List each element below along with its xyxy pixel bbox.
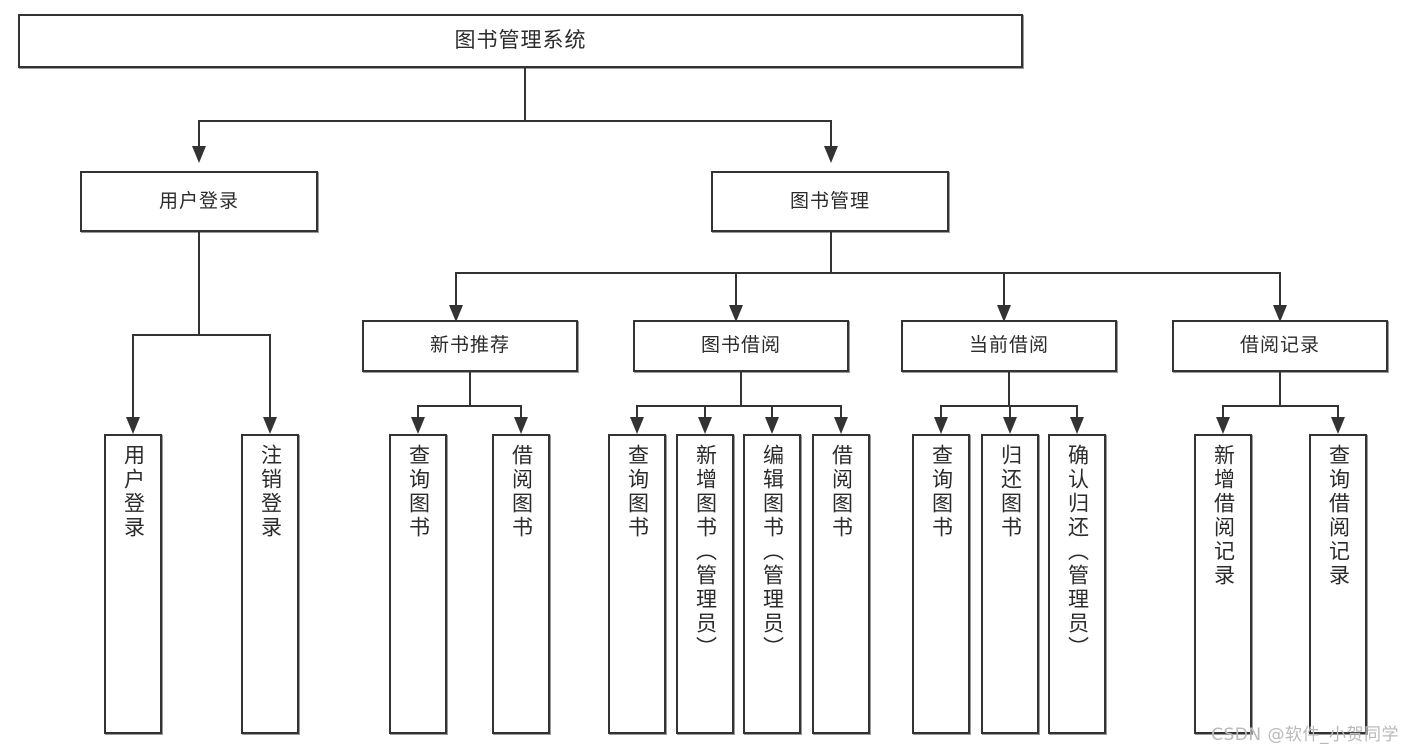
- connector-cb-drop-3: [1076, 405, 1078, 418]
- connector-l3-drop-4: [1279, 272, 1281, 306]
- connector-new-book-drop-2: [520, 405, 522, 418]
- leaf-cb-query-book[interactable]: 查询图书: [912, 434, 970, 734]
- connector-cb-drop-2: [1009, 405, 1011, 418]
- arrowhead-leaf-bb-query: [630, 417, 644, 434]
- connector-book-borrow-stem: [740, 372, 742, 406]
- node-root-system[interactable]: 图书管理系统: [18, 14, 1023, 68]
- node-label: 新增借阅记录: [1211, 444, 1236, 588]
- node-label: 图书管理系统: [454, 28, 587, 53]
- leaf-cb-return-book[interactable]: 归还图书: [981, 434, 1039, 734]
- connector-user-login-bus: [132, 334, 269, 336]
- connector-current-borrow-stem: [1008, 372, 1010, 406]
- connector-l3-drop-2: [735, 272, 737, 306]
- node-label: 查询图书: [406, 444, 431, 540]
- connector-bb-drop-3: [771, 405, 773, 418]
- arrowhead-leaf-logout: [263, 417, 277, 434]
- node-label: 新书推荐: [429, 334, 510, 357]
- node-label: 确认归还（管理员）: [1065, 444, 1090, 660]
- node-book-manage[interactable]: 图书管理: [711, 171, 949, 232]
- connector-root-drop-left: [198, 120, 200, 147]
- connector-bb-drop-2: [704, 405, 706, 418]
- connector-user-login-drop-2: [269, 334, 271, 418]
- leaf-cb-confirm-return[interactable]: 确认归还（管理员）: [1048, 434, 1106, 734]
- node-new-book-recommend[interactable]: 新书推荐: [362, 320, 578, 372]
- connector-new-book-bus: [417, 405, 522, 407]
- connector-bb-drop-4: [840, 405, 842, 418]
- arrowhead-leaf-user-login: [126, 417, 140, 434]
- arrowhead-to-current-borrow: [997, 305, 1011, 322]
- node-label: 借阅图书: [829, 444, 854, 540]
- connector-l3-drop-3: [1003, 272, 1005, 306]
- leaf-br-query-record[interactable]: 查询借阅记录: [1309, 434, 1367, 734]
- connector-root-stem: [524, 68, 526, 121]
- connector-new-book-stem: [469, 372, 471, 406]
- node-label: 查询图书: [929, 444, 954, 540]
- leaf-br-add-record[interactable]: 新增借阅记录: [1194, 434, 1252, 734]
- node-label: 借阅图书: [509, 444, 534, 540]
- connector-br-drop-1: [1222, 405, 1224, 418]
- node-label: 借阅记录: [1239, 334, 1320, 357]
- connector-borrow-record-stem: [1279, 372, 1281, 406]
- leaf-bb-borrow-book[interactable]: 借阅图书: [812, 434, 870, 734]
- arrowhead-to-borrow-record: [1273, 305, 1287, 322]
- node-current-borrow[interactable]: 当前借阅: [901, 320, 1117, 372]
- arrowhead-leaf-bb-edit: [765, 417, 779, 434]
- leaf-nb-query-book[interactable]: 查询图书: [389, 434, 447, 734]
- node-borrow-record[interactable]: 借阅记录: [1172, 320, 1388, 372]
- connector-book-manage-stem: [830, 232, 832, 273]
- connector-cb-drop-1: [940, 405, 942, 418]
- csdn-watermark: CSDN @软件_小贺同学: [1211, 725, 1399, 745]
- leaf-nb-borrow-book[interactable]: 借阅图书: [492, 434, 550, 734]
- arrowhead-leaf-cb-confirm: [1070, 417, 1084, 434]
- node-label: 查询图书: [625, 444, 650, 540]
- connector-l3-drop-1: [455, 272, 457, 306]
- arrowhead-leaf-br-add: [1216, 417, 1230, 434]
- connector-user-login-stem: [198, 232, 200, 335]
- node-label: 新增图书（管理员）: [693, 444, 718, 660]
- arrowhead-leaf-cb-query: [934, 417, 948, 434]
- arrowhead-to-new-book: [449, 305, 463, 322]
- leaf-logout[interactable]: 注销登录: [241, 434, 299, 734]
- connector-book-borrow-bus: [636, 405, 842, 407]
- connector-bb-drop-1: [636, 405, 638, 418]
- node-label: 注销登录: [258, 444, 283, 540]
- connector-root-drop-right: [830, 120, 832, 147]
- node-label: 查询借阅记录: [1326, 444, 1351, 588]
- leaf-bb-edit-book[interactable]: 编辑图书（管理员）: [743, 434, 801, 734]
- connector-borrow-record-bus: [1222, 405, 1339, 407]
- leaf-bb-add-book[interactable]: 新增图书（管理员）: [676, 434, 734, 734]
- node-label: 归还图书: [998, 444, 1023, 540]
- arrowhead-leaf-nb-borrow: [514, 417, 528, 434]
- connector-br-drop-2: [1337, 405, 1339, 418]
- arrowhead-to-user-login: [192, 146, 206, 163]
- arrowhead-to-book-manage: [824, 146, 838, 163]
- arrowhead-leaf-cb-return: [1003, 417, 1017, 434]
- node-book-borrow[interactable]: 图书借阅: [633, 320, 849, 372]
- leaf-user-login[interactable]: 用户登录: [104, 434, 162, 734]
- arrowhead-to-book-borrow: [729, 305, 743, 322]
- arrowhead-leaf-bb-add: [698, 417, 712, 434]
- arrowhead-leaf-br-query: [1331, 417, 1345, 434]
- node-label: 用户登录: [158, 189, 239, 212]
- node-label: 用户登录: [121, 444, 146, 540]
- node-label: 编辑图书（管理员）: [760, 444, 785, 660]
- connector-new-book-drop-1: [417, 405, 419, 418]
- connector-user-login-drop-1: [132, 334, 134, 418]
- arrowhead-leaf-bb-borrow: [834, 417, 848, 434]
- node-label: 图书借阅: [700, 334, 781, 357]
- node-user-login[interactable]: 用户登录: [80, 171, 318, 232]
- node-label: 当前借阅: [968, 334, 1049, 357]
- connector-book-manage-bus: [455, 272, 1281, 274]
- connector-root-bus: [198, 120, 832, 122]
- leaf-bb-query-book[interactable]: 查询图书: [608, 434, 666, 734]
- node-label: 图书管理: [789, 189, 870, 212]
- arrowhead-leaf-nb-query: [411, 417, 425, 434]
